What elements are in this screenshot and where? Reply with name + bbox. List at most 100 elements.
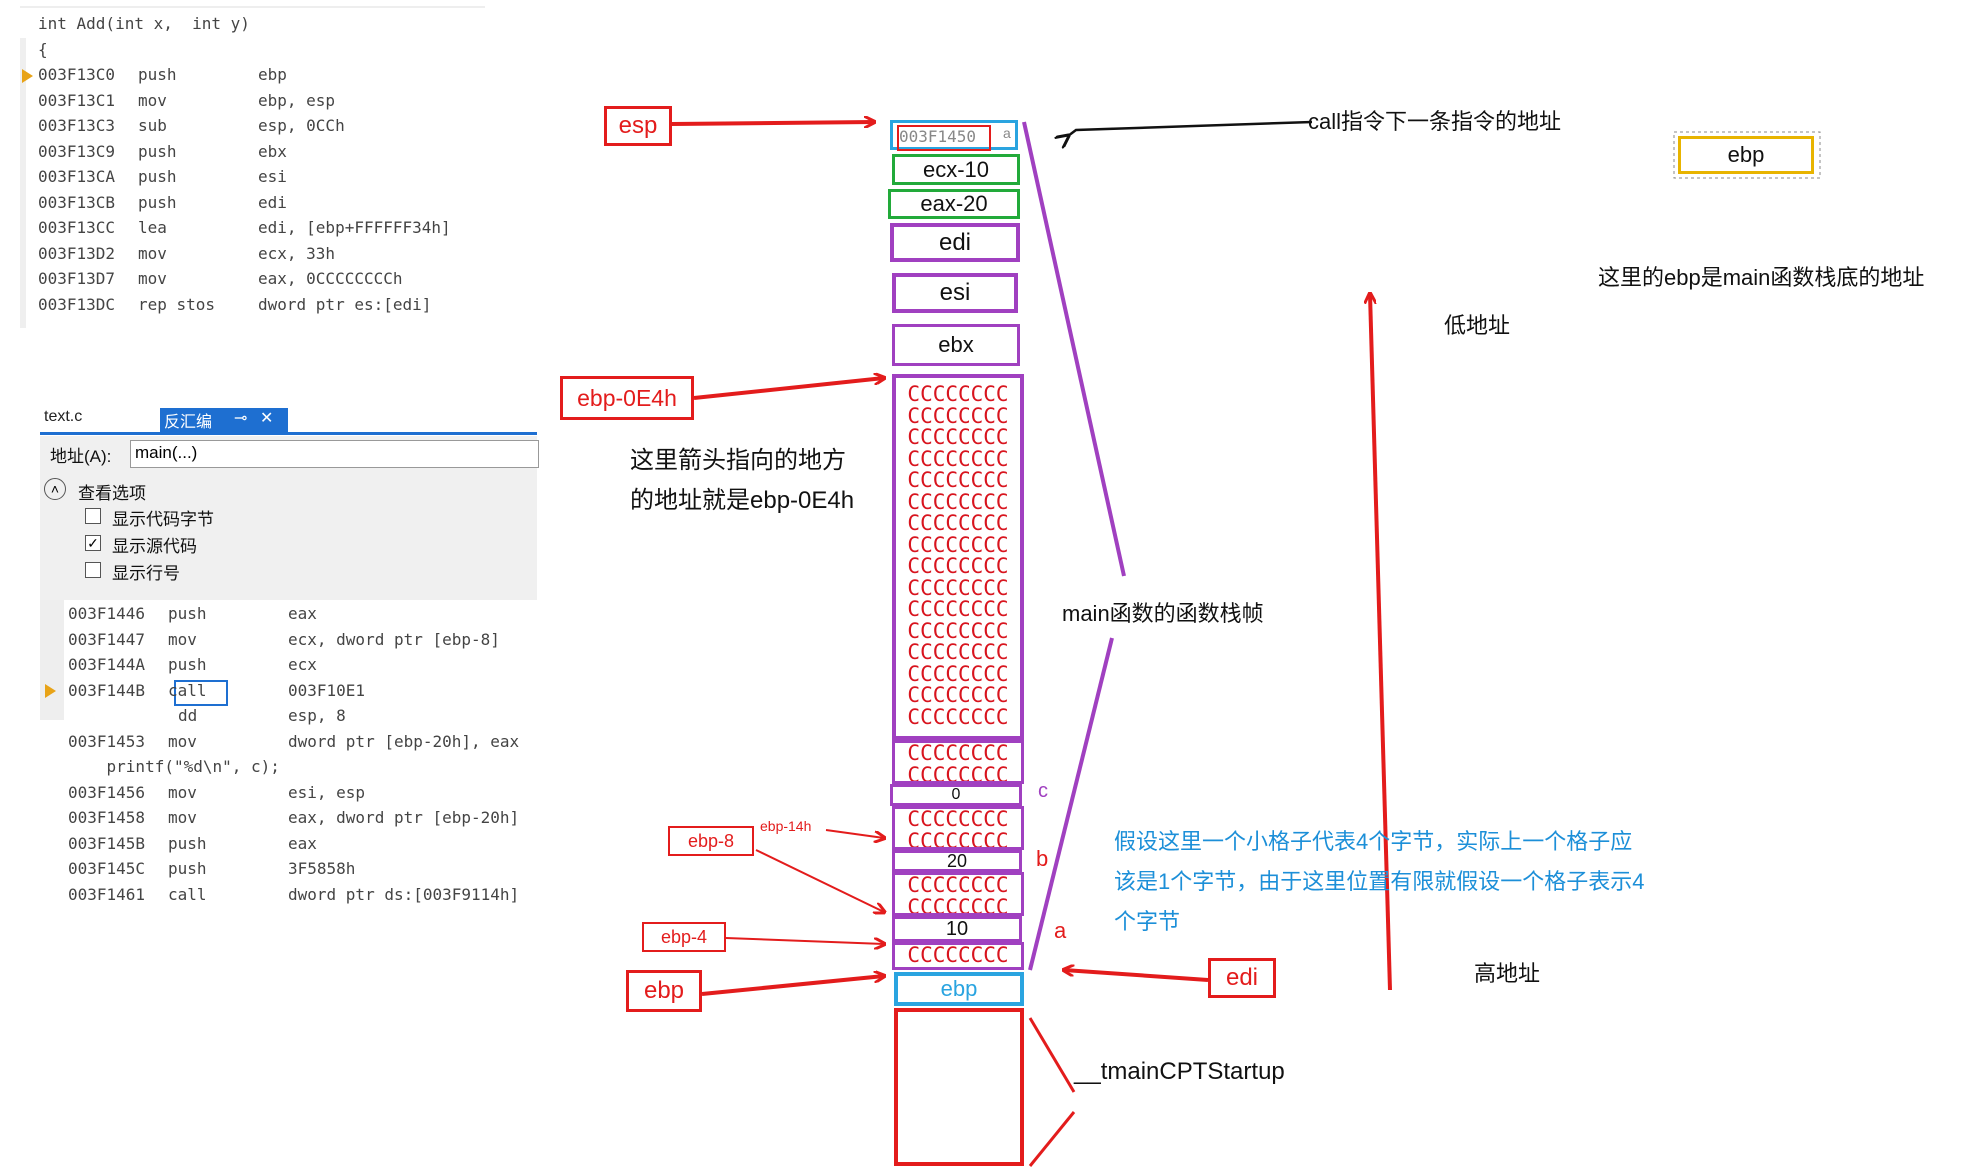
disasm-line-op: esi, esp [288, 782, 366, 802]
stack-cell-ecx: ecx-10 [892, 154, 1020, 185]
disasm-line-op: 3F5858h [288, 859, 356, 878]
startup-frame-box [894, 1008, 1024, 1166]
disasm-line-mn: push [168, 859, 207, 878]
stack-cell-ebx-label: ebx [938, 332, 974, 357]
disasm-line-addr: 003F144A [68, 655, 146, 674]
stack-cell-ecx-label: ecx-10 [922, 156, 990, 182]
code-line-addr: 003F13C0 [38, 65, 116, 84]
main-frame-bracket-bottom [1028, 637, 1114, 971]
startup-bracket-top [1028, 1017, 1076, 1093]
code-line-mn: push [138, 192, 177, 212]
disasm-line: 003F144A push ecx [68, 655, 533, 680]
stack-top-cell: 003F1450 a [890, 120, 1018, 151]
var-a-label: a [1054, 918, 1067, 943]
stack-cell-eax-label: eax-20 [920, 191, 988, 216]
ebp-arrow [701, 976, 884, 996]
edi-arrow [1064, 970, 1209, 982]
high-address-label: 高地址 [1474, 961, 1541, 986]
ebp-0e4h-label-text: ebp-0E4h [577, 384, 677, 411]
code-line-mn: mov [138, 243, 167, 263]
checkbox-code-bytes[interactable] [85, 508, 101, 524]
arrow-explain-line1: 这里箭头指向的地方 [630, 447, 846, 474]
code-line-mn: mov [138, 90, 167, 110]
fill-line: CCCCCCCC [907, 468, 1009, 492]
stack-cell-ebx: ebx [892, 324, 1020, 366]
checkbox-line-numbers[interactable] [85, 562, 101, 578]
disasm-line-op: dword ptr ds:[003F9114h] [288, 884, 520, 904]
disasm-line: printf("%d\n", c); [68, 757, 533, 782]
ebp-4-label-text: ebp-4 [660, 926, 708, 947]
address-input[interactable]: main(...) [130, 440, 539, 468]
fill-line: CCCCCCCC [907, 661, 1009, 686]
fill-line: CCCCCCCC [907, 807, 1009, 831]
disassembly-window: text.c 反汇编 ⊸ ✕ 地址(A): main(...) ˄ 查看选项 显… [40, 408, 539, 904]
fill-line: CCCCCCCC [907, 943, 1009, 967]
fill-line: CCCCCCCC [907, 894, 1009, 916]
disasm-line-addr: 003F1453 [68, 731, 146, 751]
edi-label: edi [1208, 958, 1276, 998]
disasm-line-addr: 003F1461 [68, 884, 146, 904]
call-next-annotation: call指令下一条指令的地址 [1308, 109, 1562, 134]
var-c-value: 0 [951, 786, 961, 803]
code-line-mn: push [138, 141, 177, 161]
code-line-op: esp, 0CCh [258, 116, 345, 135]
code-line-addr: 003F13CB [38, 192, 116, 212]
fill-line: CCCCCCCC [907, 597, 1009, 621]
code-line-addr: 003F13C1 [38, 90, 116, 110]
code-line-addr: 003F13CC [38, 218, 116, 237]
disasm-line-mn: push [168, 655, 207, 674]
var-b-cell: 20 [892, 850, 1022, 872]
pin-icon[interactable]: ⊸ [234, 410, 248, 427]
ebp-legend-text: ebp [1727, 142, 1765, 167]
ebp-4-label: ebp-4 [642, 922, 726, 952]
disasm-line-addr: 003F145C [68, 859, 146, 878]
collapse-chevron-icon[interactable]: ˄ [44, 478, 66, 500]
code-line-op: dword ptr es:[edi] [258, 294, 432, 314]
code-line-op: ebx [258, 141, 287, 161]
fill-line: CCCCCCCC [907, 704, 1009, 729]
disasm-line-op: eax [288, 833, 317, 853]
disasm-line-op: 003F10E1 [288, 680, 366, 700]
arrow-explain-line2: 的地址就是ebp-0E4h [630, 487, 855, 514]
return-address-suffix: a [1003, 125, 1011, 141]
ebp-14h-label: ebp-14h [760, 818, 812, 834]
startup-label: __tmainCPTStartup [1074, 1058, 1285, 1085]
fill-line: CCCCCCCC [907, 741, 1009, 765]
disasm-line-mn: mov [168, 629, 197, 649]
disasm-line-op: ecx [288, 655, 317, 674]
address-row: 地址(A): main(...) [40, 436, 539, 470]
fill-line: CCCCCCCC [907, 382, 1009, 406]
fill-line: CCCCCCCC [907, 618, 1009, 643]
esp-arrow [671, 122, 874, 124]
disasm-line-mn: call [168, 680, 207, 700]
disasm-line-mn: mov [168, 731, 197, 751]
esp-label: esp [604, 106, 672, 146]
tab-disassembly[interactable]: 反汇编 ⊸ ✕ [160, 408, 288, 432]
stack-cell-eax: eax-20 [888, 189, 1020, 219]
assume-line3: 个字节 [1114, 909, 1181, 934]
disasm-line-addr: 003F1447 [68, 629, 146, 649]
tab-text-c[interactable]: text.c [44, 408, 83, 425]
main-frame-label: main函数的函数栈帧 [1062, 601, 1264, 626]
disasm-line-op: eax [288, 604, 317, 623]
close-icon[interactable]: ✕ [260, 410, 274, 427]
code-line-op: eax, 0CCCCCCCCh [258, 269, 403, 288]
code-line-mn: lea [138, 218, 167, 237]
var-b-label: b [1036, 846, 1049, 871]
checkbox-source[interactable]: ✓ [85, 535, 101, 551]
current-instruction-arrow-icon [22, 69, 33, 83]
code-line-addr: 003F13D2 [38, 243, 116, 263]
stack-cell-edi-label: edi [938, 228, 972, 256]
main-frame-bracket-top [1022, 121, 1126, 577]
current-instruction-arrow-icon [45, 684, 56, 698]
opt-code-bytes-label: 显示代码字节 [112, 510, 214, 529]
disasm-line-addr: 003F1458 [68, 808, 146, 827]
disasm-line-mn: mov [168, 808, 197, 827]
